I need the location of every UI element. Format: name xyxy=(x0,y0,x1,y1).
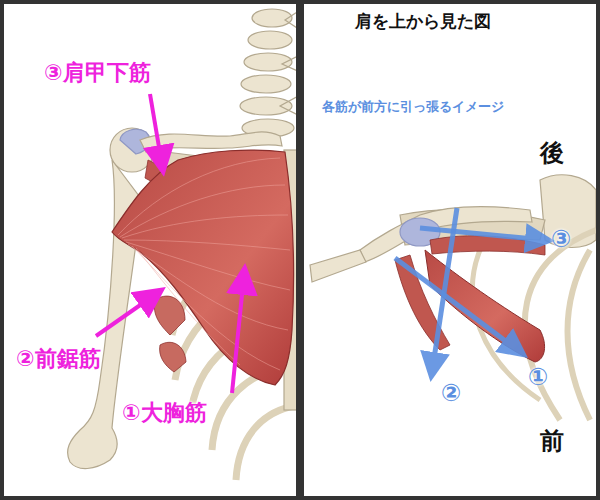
force-arrow xyxy=(420,228,545,240)
muscle-label: ③肩甲下筋 xyxy=(44,60,151,85)
muscle-label: ①大胸筋 xyxy=(122,400,207,425)
left-panel xyxy=(4,4,296,496)
legend-text: 各筋が前方に引っ張るイメージ xyxy=(322,100,504,115)
callout-number: ③ xyxy=(551,226,571,254)
force-arrow xyxy=(395,258,520,352)
muscle-label: ②前鋸筋 xyxy=(16,346,101,371)
direction-label-slot: 前 xyxy=(540,428,564,456)
callout-number-slot: ② xyxy=(441,380,461,408)
direction-label: 前 xyxy=(540,428,564,456)
right-panel xyxy=(304,4,596,496)
pointer-arrow xyxy=(150,94,162,165)
direction-label-slot: 後 xyxy=(540,140,564,168)
callout-number: ② xyxy=(441,380,461,408)
pointer-arrow xyxy=(232,275,244,393)
pointer-arrow xyxy=(96,294,156,336)
panel-title: 肩を上から見た図 xyxy=(355,12,491,32)
panel-title-slot: 肩を上から見た図 xyxy=(355,12,491,32)
legend-text-slot: 各筋が前方に引っ張るイメージ xyxy=(322,96,504,115)
muscle-label-slot: ①大胸筋 xyxy=(122,400,207,425)
callout-number-slot: ③ xyxy=(551,226,571,254)
muscle-label-slot: ②前鋸筋 xyxy=(16,346,101,371)
callout-number-slot: ① xyxy=(528,364,548,392)
callout-number: ① xyxy=(528,364,548,392)
top-view xyxy=(310,175,596,420)
muscle-label-slot: ③肩甲下筋 xyxy=(44,60,151,85)
direction-label: 後 xyxy=(540,140,564,168)
